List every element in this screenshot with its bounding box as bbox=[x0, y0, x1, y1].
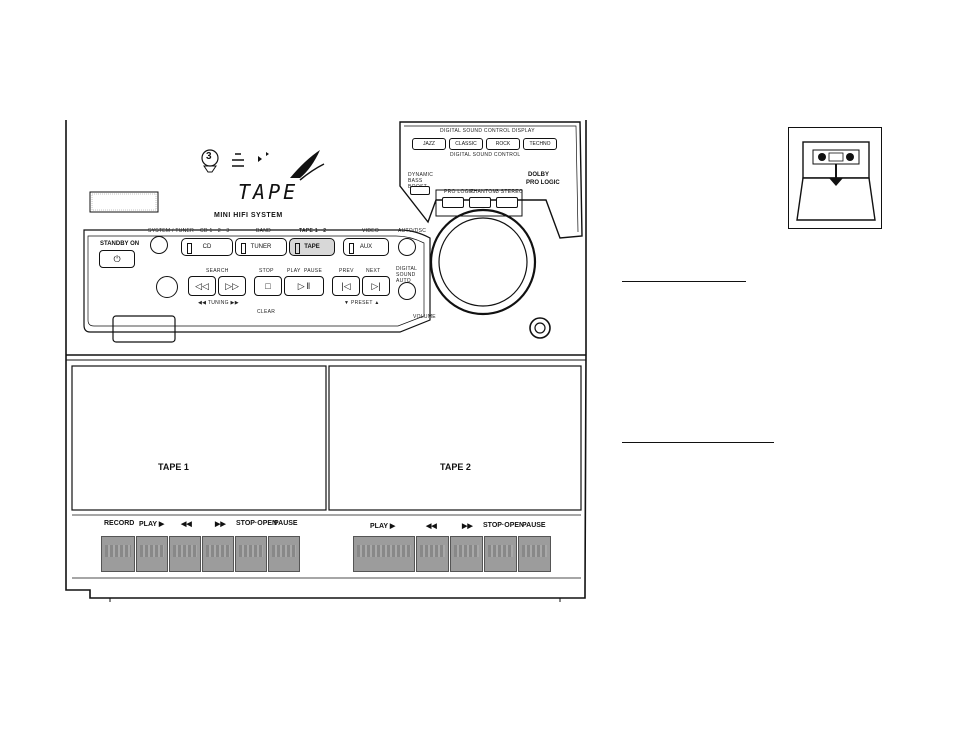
deck1-record-label: RECORD bbox=[104, 520, 135, 527]
phantom-button[interactable] bbox=[469, 197, 491, 208]
cd-button[interactable]: CD bbox=[181, 238, 233, 256]
3stereo-button[interactable] bbox=[496, 197, 518, 208]
tuner-button[interactable]: TUNER bbox=[235, 238, 287, 256]
cassette-insert-illustration bbox=[796, 141, 876, 221]
label-tape: TAPE 1 · 2 bbox=[299, 228, 327, 234]
label-volume: VOLUME bbox=[413, 314, 436, 320]
dsc-title: DIGITAL SOUND CONTROL DISPLAY bbox=[440, 128, 535, 134]
label-play: PLAY bbox=[287, 268, 301, 274]
play-pause-button[interactable]: ▷ ‖ bbox=[284, 276, 324, 296]
dolby-line1: DOLBY bbox=[528, 172, 549, 178]
label-tuning: ◀◀ TUNING ▶▶ bbox=[198, 300, 239, 306]
deck2-ff-label: ▶▶ bbox=[462, 523, 473, 530]
dsc-jazz-button[interactable]: JAZZ bbox=[412, 138, 446, 150]
tape-button[interactable]: TAPE bbox=[289, 238, 335, 256]
label-prev: PREV bbox=[339, 268, 354, 274]
clear-knob[interactable] bbox=[156, 276, 178, 298]
aux-button[interactable]: AUX bbox=[343, 238, 389, 256]
display-mode-text: TAPE bbox=[238, 180, 299, 204]
standby-label: STANDBY ON bbox=[100, 241, 140, 247]
dsc-classic-button[interactable]: CLASSIC bbox=[449, 138, 483, 150]
label-stop: STOP bbox=[259, 268, 274, 274]
deck1-play-key[interactable] bbox=[136, 536, 168, 572]
dolby-line2: PRO LOGIC bbox=[526, 180, 560, 186]
deck2-rewind-key[interactable] bbox=[416, 536, 449, 572]
deck1-ff-label: ▶▶ bbox=[215, 521, 226, 528]
deck1-rewind-label: ◀◀ bbox=[181, 521, 192, 528]
deck2-play-key[interactable] bbox=[353, 536, 415, 572]
deck2-play-label: PLAY ▶ bbox=[370, 523, 396, 530]
section-rule-1 bbox=[622, 281, 746, 282]
deck2-rewind-label: ◀◀ bbox=[426, 523, 437, 530]
stop-button[interactable]: □ bbox=[254, 276, 282, 296]
deck1-play-label: PLAY ▶ bbox=[139, 521, 165, 528]
label-pause: PAUSE bbox=[304, 268, 323, 274]
disc-number: 3 bbox=[206, 151, 212, 162]
label-digital: DIGITAL SOUND AUTO bbox=[396, 266, 417, 284]
label-clear: CLEAR bbox=[257, 309, 276, 315]
source-knob[interactable] bbox=[150, 236, 168, 254]
dsc-techno-button[interactable]: TECHNO bbox=[523, 138, 557, 150]
deck2-stop-key[interactable] bbox=[484, 536, 517, 572]
label-search: SEARCH bbox=[206, 268, 229, 274]
deck1-pause-label: PAUSE bbox=[274, 520, 298, 527]
deck2-pause-key[interactable] bbox=[518, 536, 551, 572]
tape2-label: TAPE 2 bbox=[440, 462, 471, 472]
cassette-inset bbox=[788, 127, 882, 229]
dynamic-bass-button[interactable] bbox=[410, 186, 430, 195]
dsc-subtitle: DIGITAL SOUND CONTROL bbox=[450, 152, 521, 158]
standby-button[interactable]: ⏻ bbox=[99, 250, 135, 268]
digital-knob[interactable] bbox=[398, 282, 416, 300]
label-cd: CD 1 · 2 · 3 bbox=[200, 228, 230, 234]
prologic-button[interactable] bbox=[442, 197, 464, 208]
search-forward-button[interactable]: ▷▷ bbox=[218, 276, 246, 296]
search-back-button[interactable]: ◁◁ bbox=[188, 276, 216, 296]
dsc-mode-prologic: PRO LOGIC bbox=[444, 189, 475, 195]
label-source-tuner: SYSTEM / TUNER bbox=[148, 228, 195, 234]
label-auto: AUTO/DSC bbox=[398, 228, 427, 234]
deck2-ff-key[interactable] bbox=[450, 536, 483, 572]
brand-line: MINI HIFI SYSTEM bbox=[214, 212, 283, 219]
dsc-rock-button[interactable]: ROCK bbox=[486, 138, 520, 150]
deck1-stop-label: STOP·OPEN bbox=[236, 520, 278, 527]
deck1-ff-key[interactable] bbox=[202, 536, 234, 572]
label-next: NEXT bbox=[366, 268, 381, 274]
deck2-pause-label: PAUSE bbox=[522, 522, 546, 529]
deck1-stop-key[interactable] bbox=[235, 536, 267, 572]
power-icon: ⏻ bbox=[113, 253, 121, 264]
auto-knob[interactable] bbox=[398, 238, 416, 256]
prev-button[interactable]: |◁ bbox=[332, 276, 360, 296]
deck2-stop-label: STOP·OPEN bbox=[483, 522, 525, 529]
dsc-mode-phantom: PHANTOM bbox=[470, 189, 498, 195]
label-band: BAND bbox=[256, 228, 272, 234]
label-video: VIDEO bbox=[362, 228, 380, 234]
label-preset: ▼ PRESET ▲ bbox=[344, 300, 380, 306]
next-button[interactable]: ▷| bbox=[362, 276, 390, 296]
tape1-label: TAPE 1 bbox=[158, 462, 189, 472]
deck1-record-key[interactable] bbox=[101, 536, 135, 572]
deck1-pause-key[interactable] bbox=[268, 536, 300, 572]
deck1-rewind-key[interactable] bbox=[169, 536, 201, 572]
dsc-mode-3stereo: 3 STEREO bbox=[496, 189, 524, 195]
section-rule-2 bbox=[622, 442, 774, 443]
